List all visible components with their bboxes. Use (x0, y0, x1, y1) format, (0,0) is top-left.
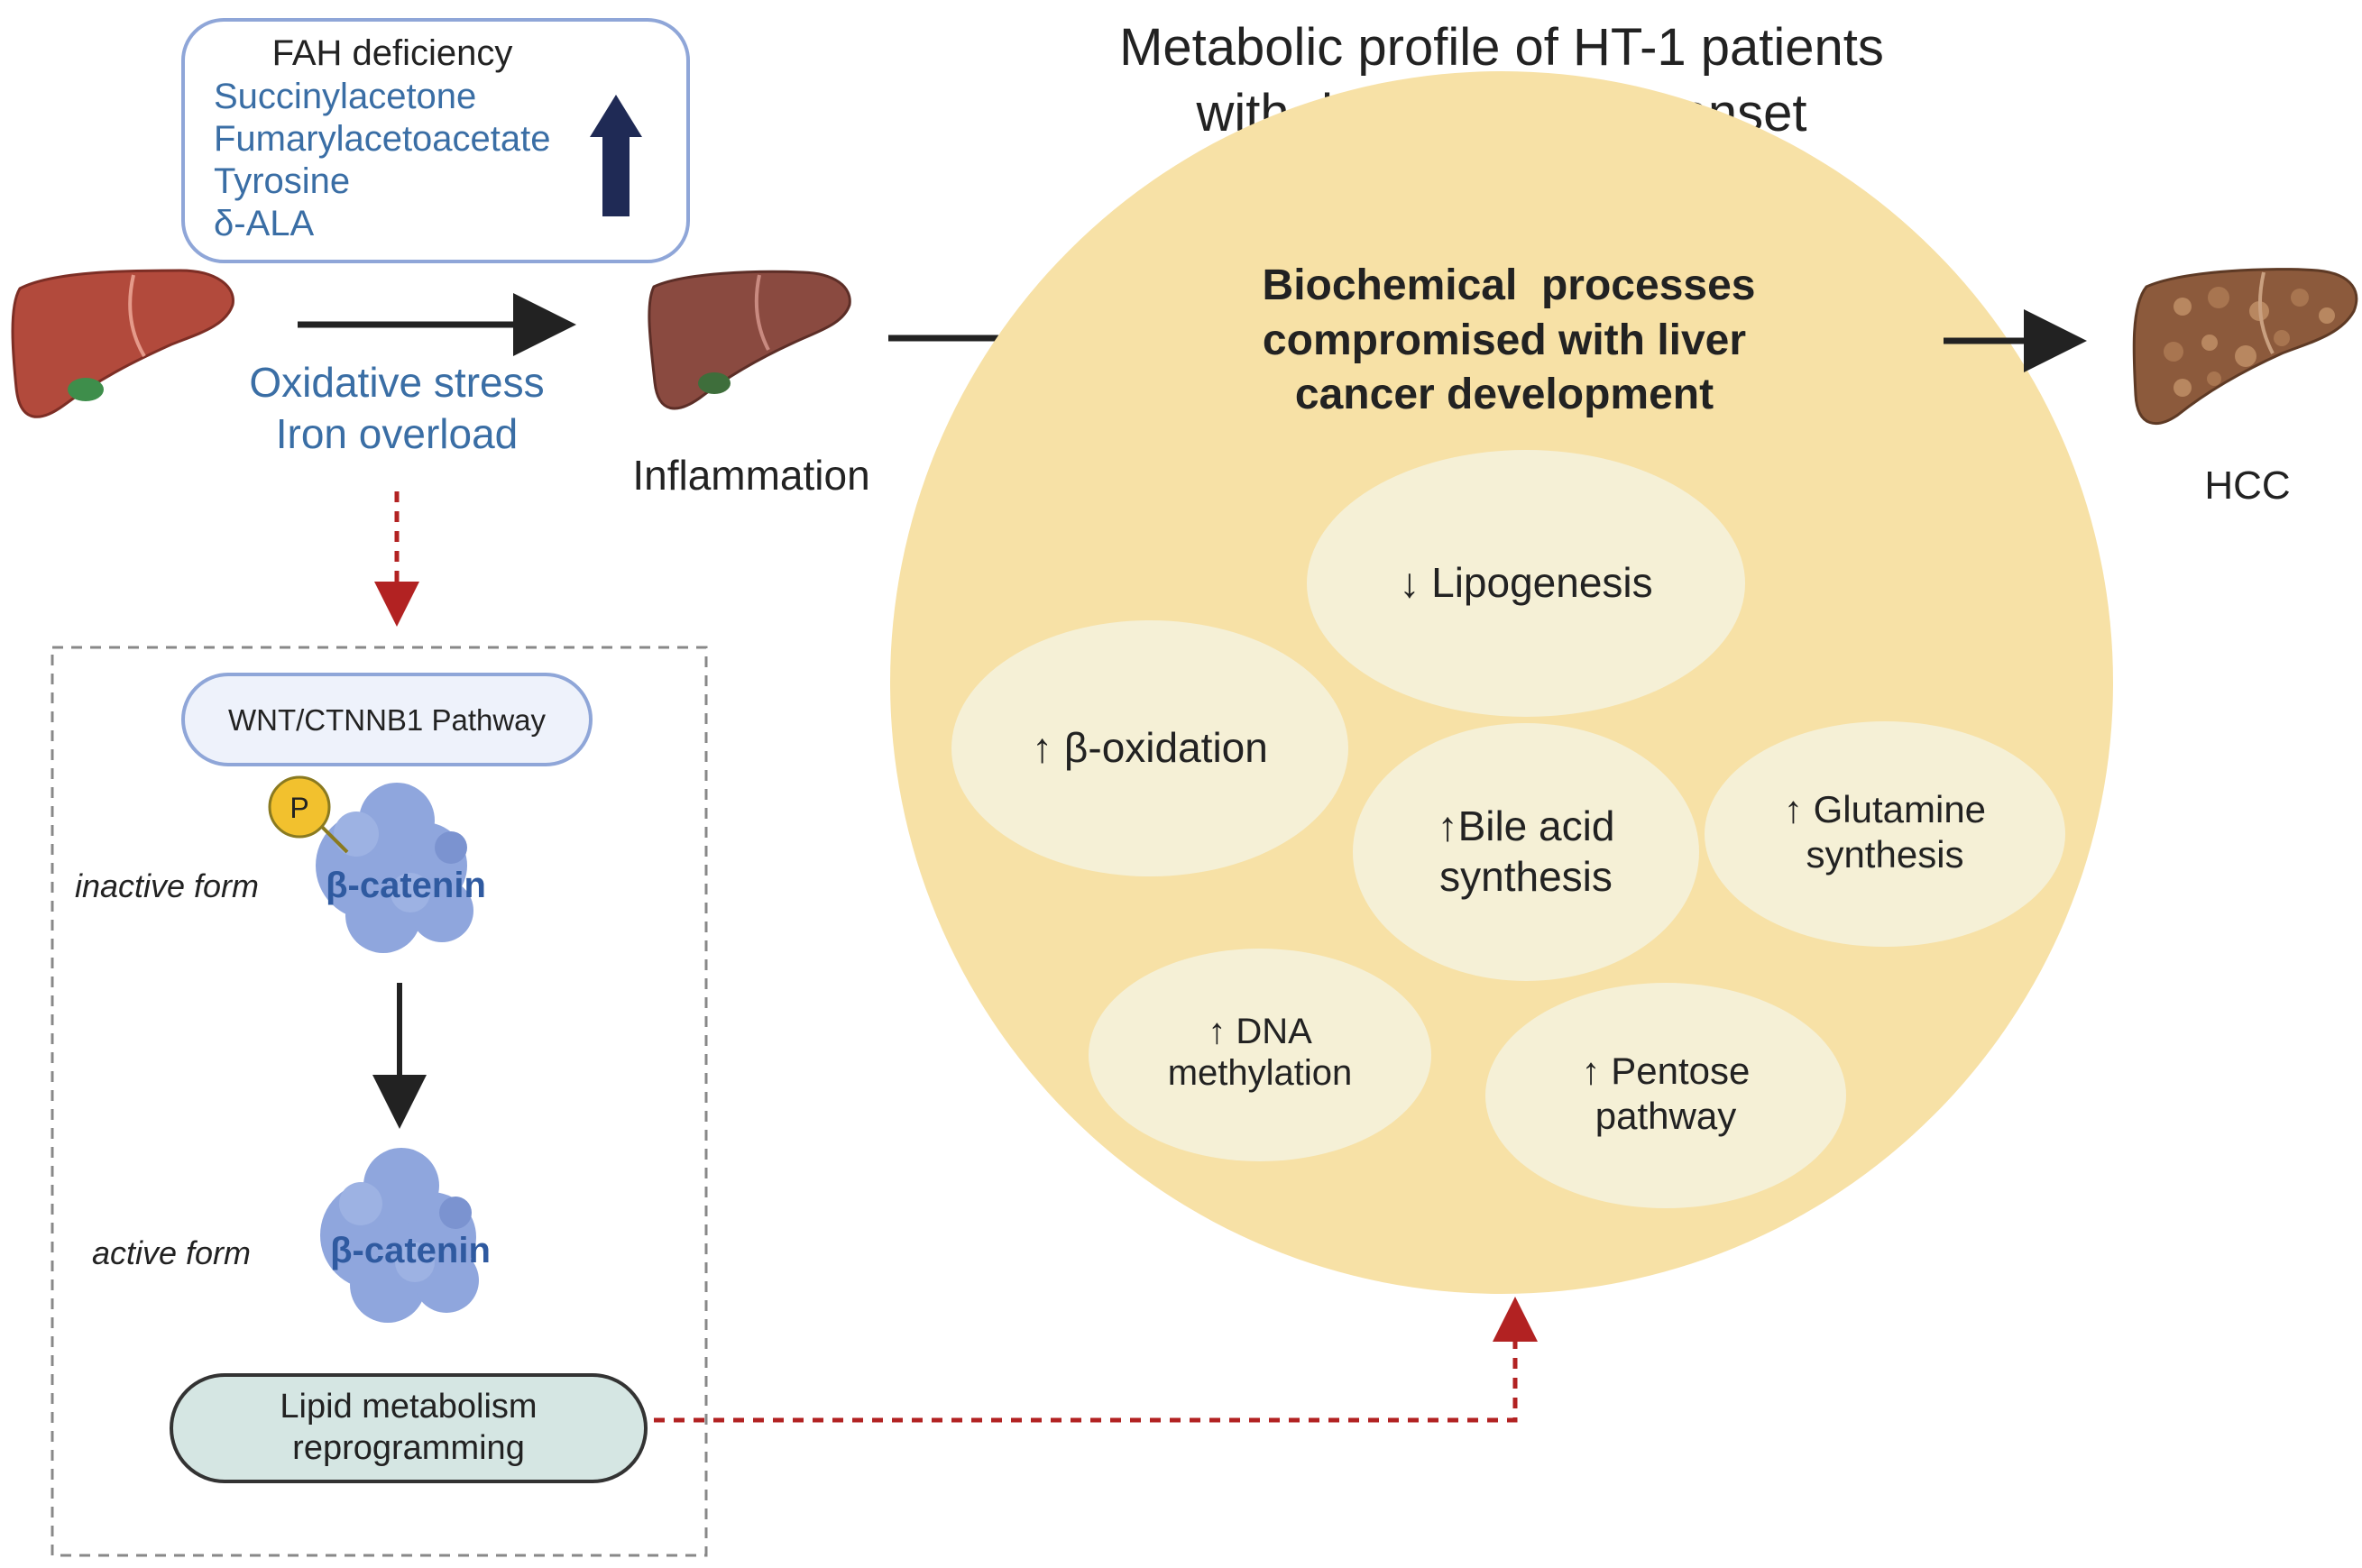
fah-item-delta-ala: δ-ALA (214, 204, 315, 243)
phosphate-label: P (290, 792, 308, 824)
wnt-pathway-header-box (181, 673, 593, 766)
process-glutamine-label-1: ↑ Glutamine (1784, 788, 1986, 830)
fah-item-fumarylacetoacetate: Fumarylacetoacetate (214, 119, 551, 159)
biochemical-processes-circle: Biochemical processes compromised with l… (890, 71, 2113, 1294)
process-glutamine-label-2: synthesis (1806, 833, 1963, 876)
beta-catenin-inactive-label: β-catenin (326, 866, 486, 905)
circle-title-line-3: cancer development (1295, 371, 1714, 418)
lipid-metabolism-label-1: Lipid metabolism (280, 1388, 537, 1426)
fah-deficiency-box: FAH deficiency Succinylacetone Fumarylac… (181, 18, 690, 263)
process-bile-acid-label-1: ↑Bile acid (1438, 802, 1615, 849)
process-pentose: ↑ Pentose pathway (1485, 983, 1846, 1208)
beta-catenin-active (320, 1148, 479, 1323)
up-arrow-icon (590, 95, 642, 216)
hcc-liver-icon (2132, 268, 2358, 426)
inflammation-label: Inflammation (632, 452, 869, 499)
process-bile-acid-label-2: synthesis (1439, 853, 1613, 900)
circle-title-line-1: Biochemical processes (1263, 261, 1756, 309)
circle-title-line-2: compromised with liver (1263, 316, 1746, 364)
oxidative-stress-label: Oxidative stress (249, 359, 544, 406)
wnt-pathway-panel: WNT/CTNNB1 Pathway P β-catenin inactive … (51, 646, 708, 1557)
inflamed-liver-icon (648, 270, 851, 410)
lipid-metabolism-label-2: reprogramming (292, 1429, 525, 1467)
figure-title-line-1: Metabolic profile of HT-1 patients (1119, 18, 1884, 77)
fah-item-succinylacetone: Succinylacetone (214, 77, 476, 116)
process-beta-oxidation-label: ↑ β-oxidation (1032, 724, 1268, 771)
process-glutamine: ↑ Glutamine synthesis (1705, 721, 2065, 947)
fah-item-tyrosine: Tyrosine (214, 161, 350, 201)
iron-overload-label: Iron overload (276, 410, 519, 457)
process-lipogenesis: ↓ Lipogenesis (1307, 450, 1745, 717)
process-dna-methylation: ↑ DNA methylation (1089, 949, 1431, 1161)
hcc-label: HCC (2204, 463, 2290, 508)
lipid-metabolism-box: Lipid metabolism reprogramming (170, 1373, 648, 1483)
process-dna-methylation-label-1: ↑ DNA (1208, 1012, 1312, 1051)
fah-heading: FAH deficiency (272, 33, 513, 73)
process-lipogenesis-label: ↓ Lipogenesis (1399, 559, 1652, 606)
process-pentose-label-2: pathway (1595, 1095, 1736, 1137)
process-pentose-label-1: ↑ Pentose (1582, 1050, 1751, 1092)
process-bile-acid: ↑Bile acid synthesis (1353, 723, 1699, 981)
beta-catenin-inactive (316, 783, 473, 953)
healthy-liver-icon (11, 269, 234, 418)
wnt-pathway-header: WNT/CTNNB1 Pathway (228, 703, 547, 737)
beta-catenin-active-label: β-catenin (330, 1231, 491, 1270)
process-dna-methylation-label-2: methylation (1168, 1053, 1353, 1093)
process-beta-oxidation: ↑ β-oxidation (951, 620, 1348, 876)
dashed-arrow-to-circle (654, 1297, 1538, 1423)
phosphate-badge: P (268, 775, 331, 839)
inactive-form-label: inactive form (75, 867, 259, 904)
active-form-label: active form (92, 1234, 251, 1271)
